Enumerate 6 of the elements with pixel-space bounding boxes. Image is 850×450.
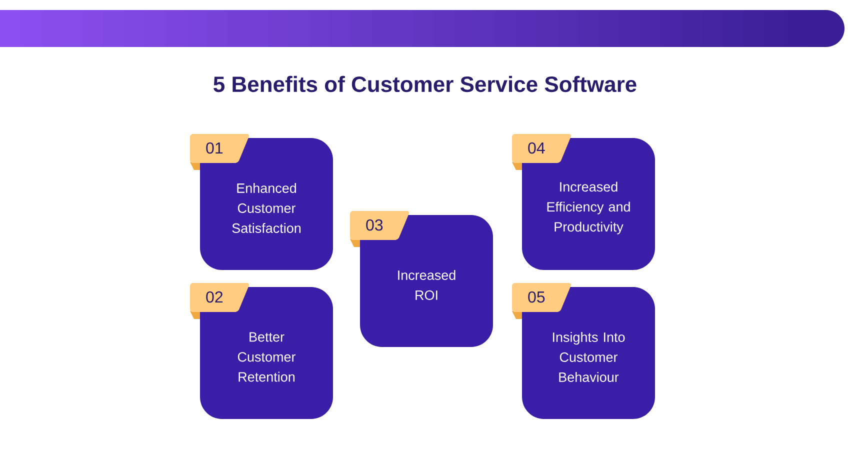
card: 02 Better Customer Retention [190, 283, 333, 419]
title: 5 Benefits of Customer Service Software [214, 76, 636, 92]
card: 03 Increased ROI [350, 211, 493, 347]
card: 01 Enhanced Customer Satisfaction [190, 134, 333, 270]
card: 05 Insights Into Customer Behaviour [512, 283, 655, 419]
card: 04 Increased Efficiency and Productivity [512, 134, 655, 270]
